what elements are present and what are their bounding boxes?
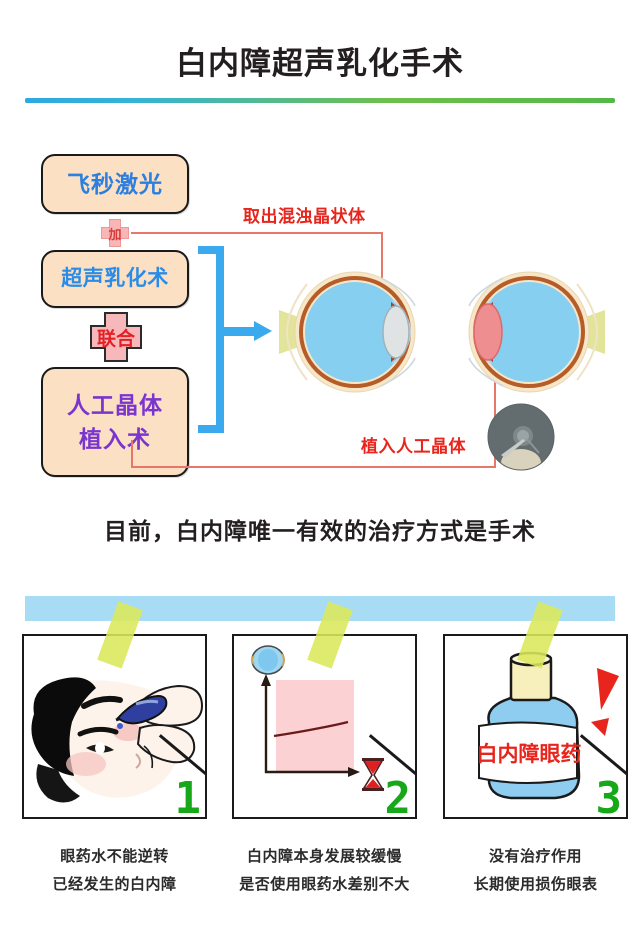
eye-drop-instillation-icon — [31, 677, 204, 803]
iol-optic-center — [517, 430, 529, 442]
flow-box-label-line2: 植入术 — [79, 426, 151, 452]
eye-white — [95, 742, 105, 754]
zonule-upper — [380, 277, 416, 307]
callout-label-implant-iol: 植入人工晶体 — [361, 437, 466, 456]
iol-haptic-2 — [526, 438, 540, 454]
caption-line-1: 白内障本身发展较缓慢 — [246, 848, 402, 865]
zonule-lower — [380, 357, 416, 387]
hourglass-top-bar — [362, 758, 384, 761]
x-axis-arrowhead — [348, 767, 360, 777]
bracket-bottom-arm — [198, 425, 224, 433]
cross-inner-fill — [92, 327, 140, 347]
hair — [31, 677, 96, 776]
iol-photo-inset — [487, 403, 555, 471]
treatment-flow-diagram: 飞秒激光 加 超声乳化术 联合 人工晶体 植入术 取出混浊晶状体 植入人工晶体 — [41, 154, 607, 477]
eye-cross-section-svg — [279, 271, 416, 393]
panel-number: 1 — [174, 773, 202, 819]
chart-axes — [264, 678, 356, 774]
photo-lower-light — [501, 449, 541, 470]
caption-panel-3: 没有治疗作用 长期使用损伤眼表 — [433, 843, 638, 899]
connector-plus-combine: 联合 — [90, 312, 142, 362]
caption-line-2: 是否使用眼药水差别不大 — [239, 876, 410, 893]
y-axis-arrowhead — [261, 674, 271, 686]
caption-line-1: 眼药水不能逆转 — [60, 848, 169, 865]
panel-number: 3 — [595, 773, 623, 819]
caption-line-1: 没有治疗作用 — [488, 848, 582, 865]
bracket-spine — [216, 246, 224, 433]
arrow-shaft — [224, 327, 258, 336]
flow-box-iol-implantation[interactable]: 人工晶体 植入术 — [41, 367, 189, 477]
page-title: 白内障超声乳化手术 — [176, 46, 464, 81]
hourglass-sand-top — [365, 762, 381, 774]
eye-diagram-with-iol — [447, 248, 607, 408]
exclamation-stroke — [597, 668, 619, 710]
callout-line-implant-left-vertical — [131, 440, 133, 467]
title-block: 白内障超声乳化手术 — [0, 44, 640, 84]
callout-line-remove-horizontal — [131, 232, 383, 234]
eye-cross-section-svg — [468, 271, 605, 393]
drop — [117, 723, 123, 729]
nose — [135, 753, 141, 769]
intraocular-lens — [473, 303, 503, 361]
zonule-upper — [468, 277, 504, 307]
finger-crease — [143, 745, 154, 769]
eye-corner-left — [251, 655, 255, 665]
eye-corner-right — [281, 653, 285, 667]
connector-plus-add: 加 — [101, 219, 129, 247]
flow-box-label: 超声乳化术 — [61, 267, 169, 290]
caption-line-2: 长期使用损伤眼表 — [473, 876, 598, 893]
chart-plot-area — [276, 680, 354, 772]
flow-box-femtosecond-laser[interactable]: 飞秒激光 — [41, 154, 189, 214]
exclamation-dot — [591, 718, 609, 736]
connector-add-label: 加 — [108, 226, 122, 242]
subtitle-text: 目前，白内障唯一有效的治疗方式是手术 — [104, 518, 536, 544]
bottle-label — [478, 721, 578, 784]
connector-combine-label: 联合 — [96, 328, 135, 350]
blue-bracket-connector — [198, 246, 224, 433]
vitreous-humour — [479, 282, 579, 382]
info-panel-no-therapeutic-effect: 白内障眼药 3 — [443, 634, 628, 819]
callout-line-implant-horizontal — [131, 466, 496, 468]
flow-box-phacoemulsification[interactable]: 超声乳化术 — [41, 250, 189, 308]
sclera-highlight — [285, 283, 308, 381]
bottle-highlight — [135, 699, 159, 706]
slow-progress-chart-icon — [251, 645, 384, 791]
flow-box-label-line1: 人工晶体 — [67, 392, 163, 418]
panel-folded-corner — [371, 773, 415, 817]
title-gradient-rule — [25, 98, 615, 103]
cloudy-lens — [382, 305, 410, 359]
eyebrow-lower — [77, 726, 119, 737]
bottle-label-text: 白内障眼药 — [477, 742, 582, 766]
bracket-top-arm — [198, 246, 224, 254]
iol-photo-svg — [487, 403, 555, 471]
photo-border — [487, 403, 555, 471]
zonule-lower — [468, 357, 504, 387]
hair-lower — [36, 764, 80, 803]
eye-diagram-cataract — [277, 248, 437, 408]
flow-box-label: 人工晶体 植入术 — [67, 388, 163, 456]
blue-arrow-right-icon — [224, 321, 274, 341]
trend-line — [273, 720, 349, 738]
callout-line-remove-vertical — [381, 232, 383, 305]
caption-line-2: 已经发生的白内障 — [52, 876, 177, 893]
flow-box-label: 飞秒激光 — [67, 171, 163, 197]
eye-iris — [258, 649, 278, 671]
panel-number: 2 — [384, 773, 412, 819]
eyebrow-upper — [81, 695, 123, 709]
cross-arm-vertical — [109, 219, 121, 247]
arrow-head — [254, 321, 272, 341]
panel-folded-corner — [161, 773, 205, 817]
cheek-blush — [66, 752, 106, 776]
panel-folded-corner — [582, 773, 626, 817]
panel-captions: 眼药水不能逆转 已经发生的白内障 白内障本身发展较缓慢 是否使用眼药水差别不大 … — [0, 843, 640, 913]
sclera-highlight — [576, 283, 599, 381]
callout-label-remove-cloudy-lens: 取出混浊晶状体 — [243, 207, 366, 226]
iol-haptic — [501, 439, 525, 458]
caption-panel-1: 眼药水不能逆转 已经发生的白内障 — [12, 843, 217, 899]
caption-panel-2: 白内障本身发展较缓慢 是否使用眼药水差别不大 — [222, 843, 427, 899]
vitreous-humour — [305, 282, 405, 382]
